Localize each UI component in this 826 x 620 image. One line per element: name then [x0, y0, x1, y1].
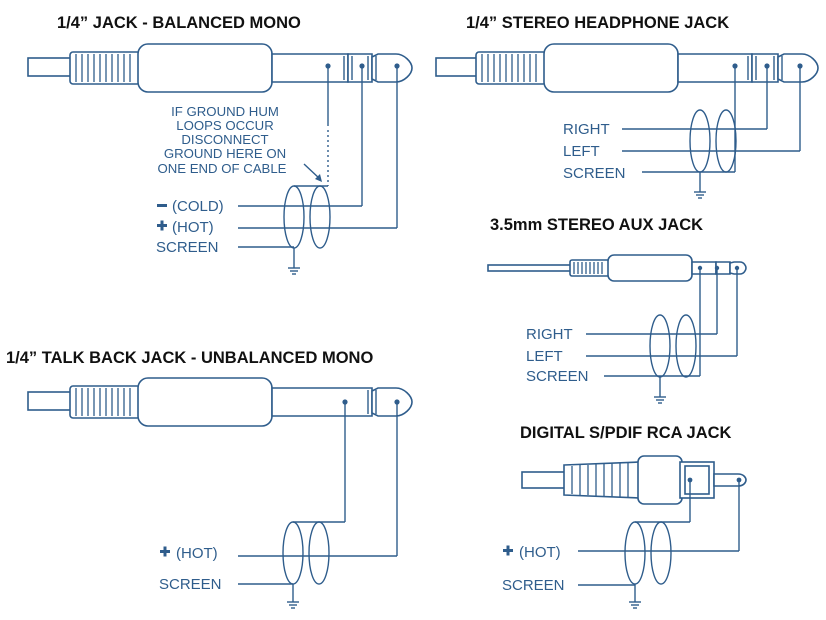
spdif-title: DIGITAL S/PDIF RCA JACK	[520, 424, 732, 442]
right-label: RIGHT	[526, 326, 573, 343]
sleeve	[271, 53, 349, 83]
screen-label: SCREEN	[526, 368, 589, 385]
plus-sign	[503, 545, 513, 556]
twisted-pair-loop-2	[715, 109, 737, 173]
ground-symbol	[653, 390, 667, 404]
note-line-1: IF GROUND HUM	[171, 104, 279, 119]
plug-body	[137, 43, 273, 93]
sleeve	[271, 387, 373, 417]
ground-hum-note: IF GROUND HUM LOOPS OCCUR DISCONNECT GRO…	[158, 104, 322, 182]
screen-label: SCREEN	[156, 239, 219, 256]
cold-label: (COLD)	[172, 198, 224, 215]
twisted-pair-loop-1	[283, 185, 305, 249]
twisted-pair-loop-1	[689, 109, 711, 173]
plus-sign	[160, 546, 170, 557]
twisted-pair-loop-1	[624, 521, 646, 585]
plug-body	[543, 43, 679, 93]
ground-symbol	[286, 595, 300, 609]
note-arrow	[303, 163, 321, 180]
ring	[715, 261, 731, 275]
screen-label: SCREEN	[563, 165, 626, 182]
note-line-5: ONE END OF CABLE	[158, 161, 287, 176]
cable-end	[487, 264, 575, 272]
right-label: RIGHT	[563, 121, 610, 138]
stereo-headphone-plug	[435, 43, 819, 93]
tip	[777, 53, 819, 83]
talkback-title: 1/4” TALK BACK JACK - UNBALANCED MONO	[6, 349, 373, 367]
note-line-4: GROUND HERE ON	[164, 146, 286, 161]
ring	[347, 53, 373, 83]
balanced-mono-section: 1/4” JACK - BALANCED MONO	[27, 14, 413, 275]
talkback-plug	[27, 377, 413, 427]
ground-symbol	[693, 185, 707, 199]
cable-end	[521, 471, 567, 489]
note-line-3: DISCONNECT	[181, 132, 268, 147]
aux-title: 3.5mm STEREO AUX JACK	[490, 216, 703, 234]
twisted-pair-loop-1	[649, 314, 671, 378]
balanced-mono-plug	[27, 43, 413, 93]
aux-plug	[487, 254, 747, 282]
balanced-mono-title: 1/4” JACK - BALANCED MONO	[57, 14, 301, 32]
note-line-2: LOOPS OCCUR	[176, 118, 273, 133]
plus-sign	[157, 220, 167, 231]
twisted-pair-loop-2	[309, 185, 331, 249]
stereo-headphone-section: 1/4” STEREO HEADPHONE JACK	[435, 14, 819, 199]
tip	[371, 387, 413, 417]
hot-label: (HOT)	[172, 219, 214, 236]
twisted-pair-loop-2	[650, 521, 672, 585]
hot-label: (HOT)	[176, 545, 218, 562]
spdif-section: DIGITAL S/PDIF RCA JACK	[502, 424, 747, 609]
plug-body	[607, 254, 693, 282]
twisted-pair-loop-2	[308, 521, 330, 585]
plug-body	[137, 377, 273, 427]
screen-label: SCREEN	[159, 576, 222, 593]
left-label: LEFT	[526, 348, 563, 365]
cable-end	[27, 391, 75, 411]
cable-end	[27, 57, 75, 77]
tip	[371, 53, 413, 83]
ground-symbol	[628, 595, 642, 609]
twisted-pair-loop-2	[675, 314, 697, 378]
screen-label: SCREEN	[502, 577, 565, 594]
hot-label: (HOT)	[519, 544, 561, 561]
sleeve	[677, 53, 753, 83]
rca-plug	[521, 455, 747, 505]
stereo-headphone-title: 1/4” STEREO HEADPHONE JACK	[466, 14, 729, 32]
cable-end	[435, 57, 481, 77]
center-pin	[713, 473, 747, 487]
sleeve	[691, 261, 717, 275]
twisted-pair-loop-1	[282, 521, 304, 585]
left-label: LEFT	[563, 143, 600, 160]
ring	[751, 53, 779, 83]
minus-sign	[157, 204, 167, 207]
aux-section: 3.5mm STEREO AUX JACK RIGHT	[487, 216, 747, 404]
ground-symbol	[287, 261, 301, 275]
talkback-section: 1/4” TALK BACK JACK - UNBALANCED MONO	[6, 349, 413, 609]
plug-body	[637, 455, 683, 505]
